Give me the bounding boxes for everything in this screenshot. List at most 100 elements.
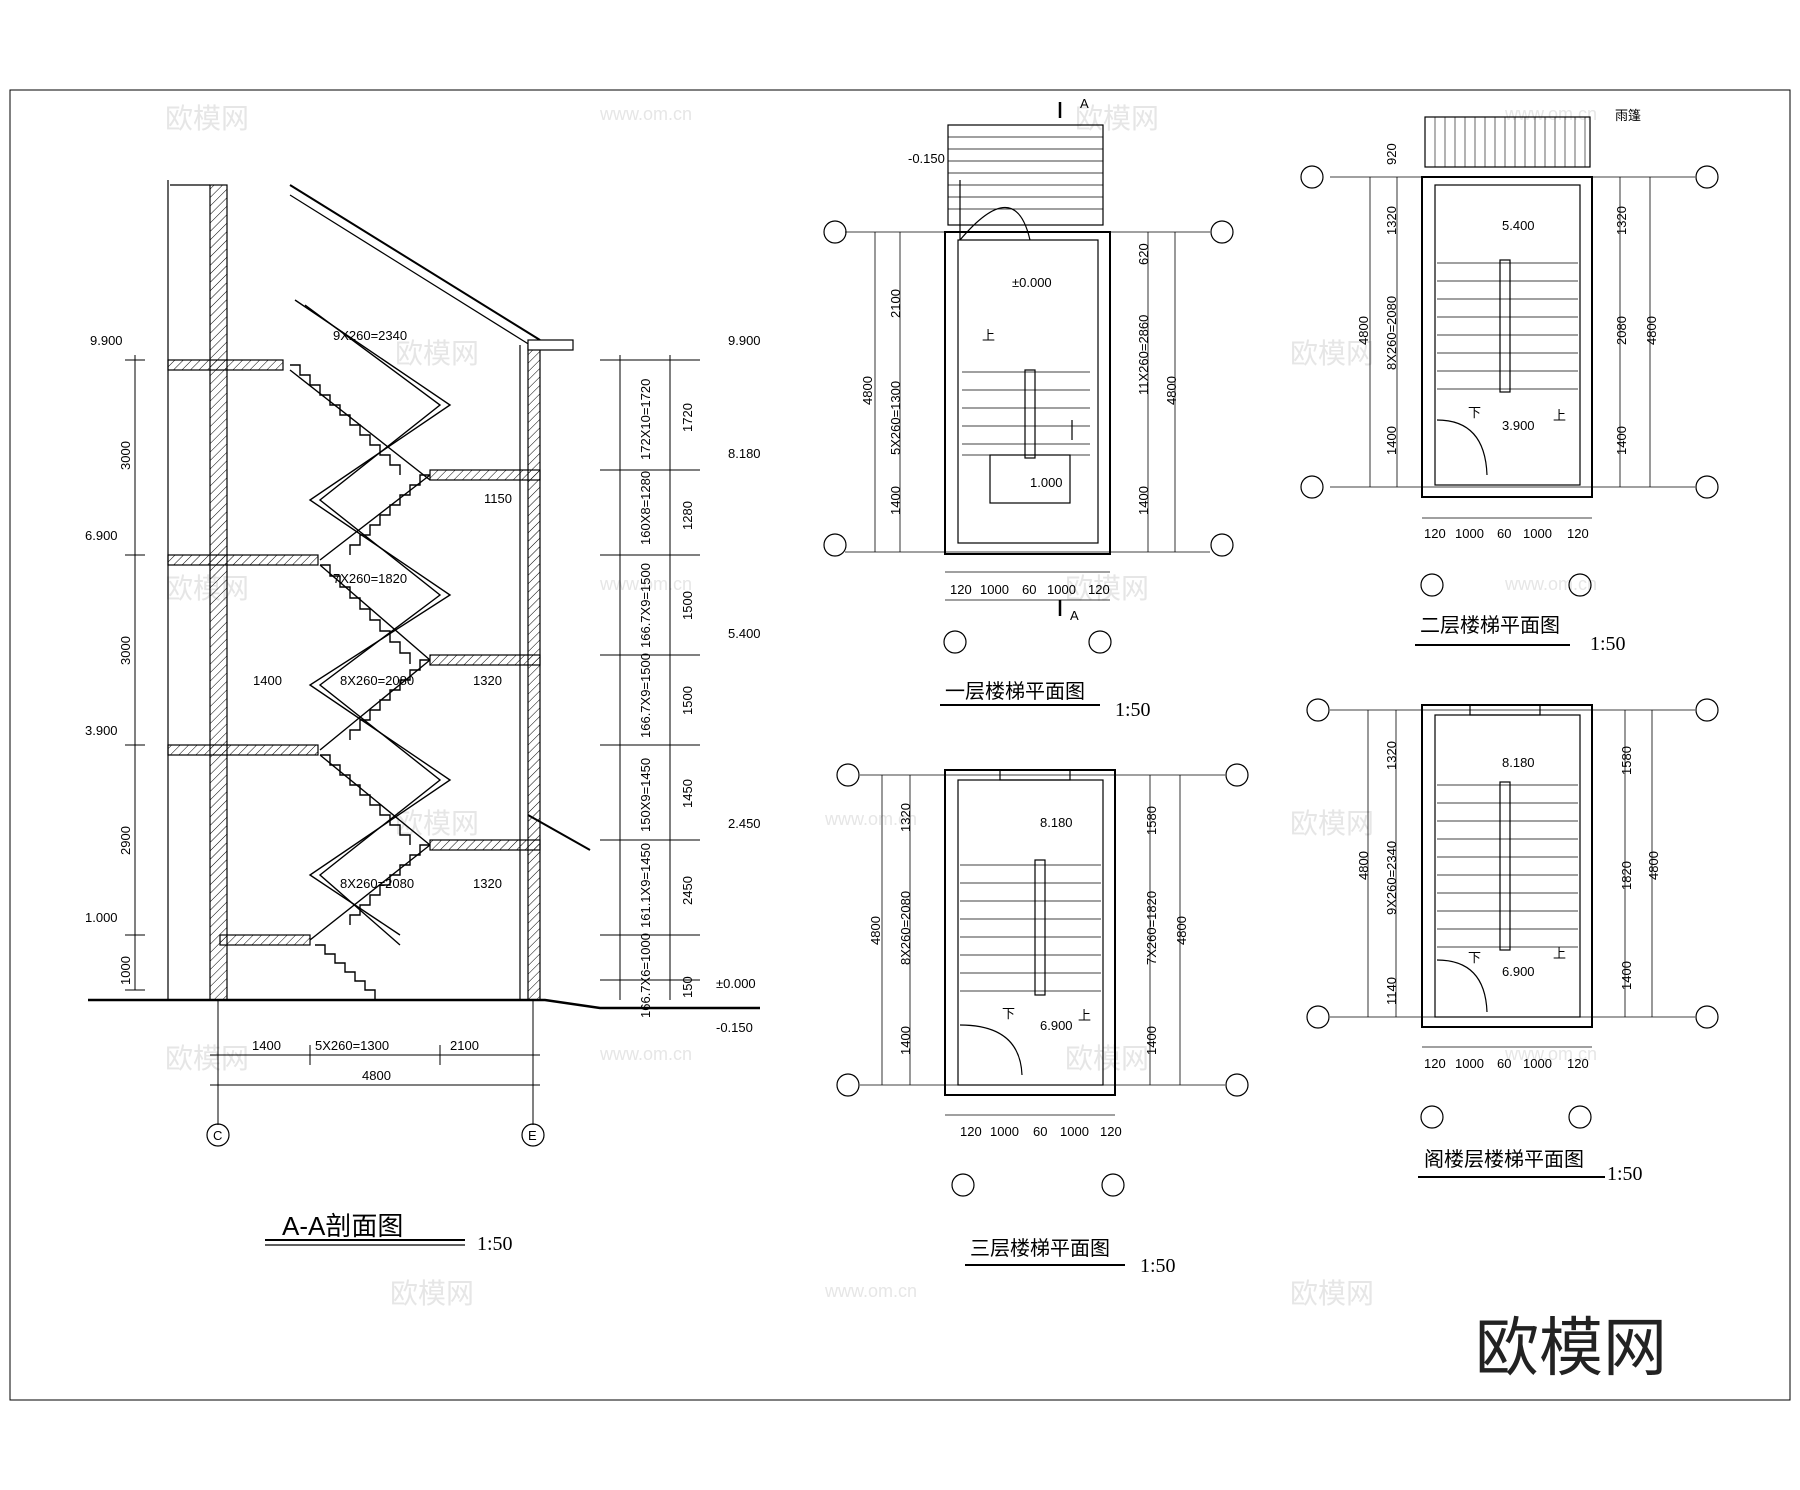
watermark: 欧模网: [1075, 102, 1159, 135]
stair-flights: [289, 364, 431, 999]
elev-label: 8.180: [1040, 815, 1073, 830]
elev-label: 6.900: [1040, 1018, 1073, 1033]
watermark: 欧模网: [395, 337, 479, 370]
plan-floor-attic: [1306, 698, 1719, 1178]
section-labels: 9.900 6.900 3.900 1.000 3000 3000 2900 1…: [85, 328, 761, 1255]
dim-label: 8X260=2080: [1384, 296, 1399, 370]
flight-label: 8X260=2080: [340, 673, 414, 688]
inner-dim: 1150: [484, 491, 512, 506]
watermark-url: www.om.cn: [1504, 574, 1597, 594]
riser-calc: 166.7X9=1500: [638, 653, 653, 738]
dim-label: 1140: [1384, 977, 1399, 1005]
dim-label: 4800: [868, 916, 883, 945]
watermark: 欧模网: [1290, 1277, 1374, 1310]
dim-label: 9X260=2340: [1384, 841, 1399, 915]
watermark-url: www.om.cn: [599, 1044, 692, 1064]
dim-label: 2080: [1614, 316, 1629, 345]
watermark: 欧模网: [390, 1277, 474, 1310]
plan-scale: 1:50: [1140, 1255, 1176, 1277]
dim-label: 4800: [1646, 851, 1661, 880]
dim-label: 920: [1384, 143, 1399, 165]
elev-label: 2.450: [728, 816, 761, 831]
watermark-url: www.om.cn: [599, 104, 692, 124]
axis-bubble: [521, 1123, 545, 1147]
riser-calc: 160X8=1280: [638, 471, 653, 545]
plan-floor-attic-labels: 8.180 6.900 上 下 1320 9X260=2340 1140 480…: [1356, 741, 1661, 1185]
elev-label: 8.180: [728, 446, 761, 461]
flight-label: 7X260=1820: [333, 571, 407, 586]
inner-dim: 1320: [473, 673, 502, 688]
dim-label: 120: [1424, 526, 1446, 541]
axis-label: E: [528, 1128, 537, 1143]
dim-label: 1000: [1047, 582, 1076, 597]
dim-label: 8X260=2080: [898, 891, 913, 965]
floor-slab: [167, 359, 284, 371]
inner-dim: 1320: [473, 876, 502, 891]
bottom-dim: 1400: [252, 1038, 281, 1053]
watermark: 欧模网: [1065, 1042, 1149, 1075]
watermark: 欧模网: [165, 1042, 249, 1075]
dim-label: 120: [1100, 1124, 1122, 1139]
dim-label: 120: [950, 582, 972, 597]
stair-treads: [1437, 784, 1578, 948]
dim-label: 1580: [1619, 746, 1634, 775]
elev-label: 6.900: [85, 528, 118, 543]
stair-shaft-inner: [957, 239, 1099, 544]
dim-label: 1000: [980, 582, 1009, 597]
floor-slab: [167, 554, 319, 566]
cut-label: A: [1080, 96, 1089, 111]
elev-label: ±0.000: [716, 976, 756, 991]
inner-dim: 1400: [253, 673, 282, 688]
elev-label: 6.900: [1502, 964, 1535, 979]
dim-label: 120: [960, 1124, 982, 1139]
plan-scale: 1:50: [1607, 1163, 1643, 1185]
section-title: A-A剖面图: [282, 1211, 403, 1241]
canopy: [527, 814, 591, 851]
down-label: 下: [1468, 405, 1481, 420]
plan-scale: 1:50: [1115, 699, 1151, 721]
landing-slab: [429, 469, 541, 481]
elev-label: 9.900: [728, 333, 761, 348]
door-swing: [1436, 419, 1488, 476]
elev-label: -0.150: [716, 1020, 753, 1035]
up-label: 上: [1553, 946, 1566, 961]
elev-label: 1.000: [85, 910, 118, 925]
dim-label: 1000: [990, 1124, 1019, 1139]
dim-label: 2100: [888, 289, 903, 318]
axis-bubble: [206, 1123, 230, 1147]
door-swing: [1436, 959, 1488, 1013]
watermark-url: www.om.cn: [599, 574, 692, 594]
left-dimension-chain: [125, 355, 145, 991]
riser-calc: 166.7X9=1500: [638, 563, 653, 648]
dim-label: 4800: [1164, 376, 1179, 405]
dim-label: 1320: [1384, 206, 1399, 235]
axis-label: C: [213, 1128, 222, 1143]
cut-label: A: [1070, 608, 1079, 623]
dim-label: 1400: [1614, 426, 1629, 455]
dim-label: 4800: [1356, 316, 1371, 345]
floor-height: 3000: [118, 636, 133, 665]
elev-label: 3.900: [1502, 418, 1535, 433]
total-width: 4800: [362, 1068, 391, 1083]
handrail: [1034, 859, 1046, 996]
plan-floor-2: [1300, 116, 1719, 646]
door-swing: [959, 206, 1031, 241]
canopy: [1424, 116, 1591, 168]
dim-label: 60: [1497, 526, 1511, 541]
dim-label: 4800: [860, 376, 875, 405]
door-swing: [959, 1024, 1023, 1076]
watermark-url: www.om.cn: [1504, 104, 1597, 124]
elev-label: 3.900: [85, 723, 118, 738]
plan-scale: 1:50: [1590, 633, 1626, 655]
dim-label: 120: [1567, 1056, 1589, 1071]
elev-label: ±0.000: [1012, 275, 1052, 290]
section-a-a: [88, 180, 760, 1246]
up-label: 上: [1553, 408, 1566, 423]
canopy-label: 雨篷: [1615, 108, 1641, 123]
dim-label: 1000: [1060, 1124, 1089, 1139]
ground-line: [88, 998, 760, 1010]
watermark: 欧模网: [1290, 337, 1374, 370]
elev-label: 5.400: [728, 626, 761, 641]
plan-title: 一层楼梯平面图: [945, 679, 1085, 703]
